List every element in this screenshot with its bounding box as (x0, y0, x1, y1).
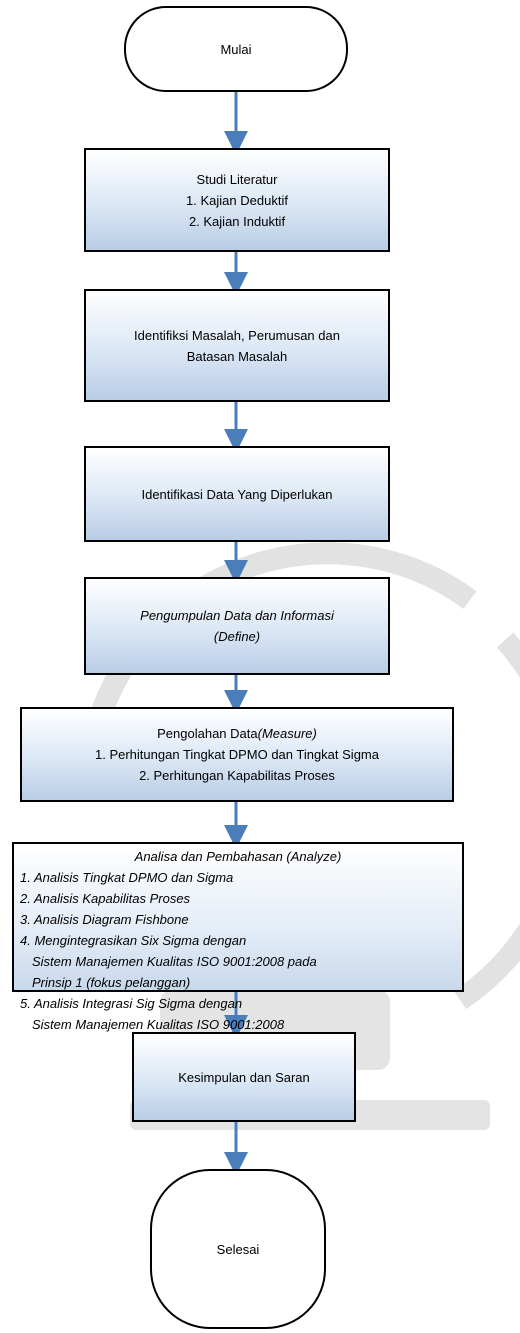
identifikasi-data-label: Identifikasi Data Yang Diperlukan (141, 486, 333, 502)
pengolahan-item-1: 1. Perhitungan Tingkat DPMO dan Tingkat … (95, 747, 379, 762)
analisa-item-4b: Sistem Manajemen Kualitas ISO 9001:2008 … (32, 954, 317, 969)
step-pengolahan-data: Pengolahan Data(Measure) 1. Perhitungan … (20, 707, 454, 802)
analisa-item-4c: Prinsip 1 (fokus pelanggan) (32, 975, 191, 990)
pengolahan-title: Pengolahan Data (157, 726, 258, 741)
step-kesimpulan-saran: Kesimpulan dan Saran (132, 1032, 356, 1122)
analisa-item-2: 2. Analisis Kapabilitas Proses (20, 891, 191, 906)
pengumpulan-line-1: Pengumpulan Data dan Informasi (140, 608, 334, 623)
pengumpulan-line-2: (Define) (213, 629, 261, 644)
step-pengumpulan-data: Pengumpulan Data dan Informasi (Define) (84, 577, 390, 675)
step-analisa-pembahasan: Analisa dan Pembahasan (Analyze) 1. Anal… (12, 842, 464, 1032)
start-terminator: Mulai (124, 6, 348, 92)
analisa-item-4a: 4. Mengintegrasikan Six Sigma dengan (20, 933, 247, 948)
step-studi-literatur: Studi Literatur 1. Kajian Deduktif 2. Ka… (84, 148, 390, 252)
studi-item-1: 1. Kajian Deduktif (186, 192, 288, 208)
identifikasi-masalah-line-2: Batasan Masalah (186, 348, 288, 364)
analisa-item-5b: Sistem Manajemen Kualitas ISO 9001:2008 (32, 1017, 285, 1032)
end-terminator: Selesai (150, 1169, 326, 1329)
identifikasi-masalah-line-1: Identifiksi Masalah, Perumusan dan (134, 327, 340, 343)
studi-item-2: 2. Kajian Induktif (188, 213, 286, 229)
start-label: Mulai (220, 41, 252, 57)
end-label: Selesai (216, 1241, 260, 1257)
pengolahan-title-row: Pengolahan Data(Measure) (157, 723, 317, 744)
kesimpulan-label: Kesimpulan dan Saran (178, 1069, 310, 1085)
studi-title: Studi Literatur (196, 171, 278, 187)
analisa-item-3: 3. Analisis Diagram Fishbone (20, 912, 189, 927)
analisa-item-1: 1. Analisis Tingkat DPMO dan Sigma (20, 870, 234, 885)
pengolahan-title-em: (Measure) (257, 726, 317, 741)
analisa-item-5a: 5. Analisis Integrasi Sig Sigma dengan (20, 996, 243, 1011)
analisa-header: Analisa dan Pembahasan (Analyze) (134, 849, 342, 864)
pengolahan-item-2: 2. Perhitungan Kapabilitas Proses (139, 768, 335, 783)
step-identifikasi-masalah: Identifiksi Masalah, Perumusan dan Batas… (84, 289, 390, 402)
step-identifikasi-data: Identifikasi Data Yang Diperlukan (84, 446, 390, 542)
